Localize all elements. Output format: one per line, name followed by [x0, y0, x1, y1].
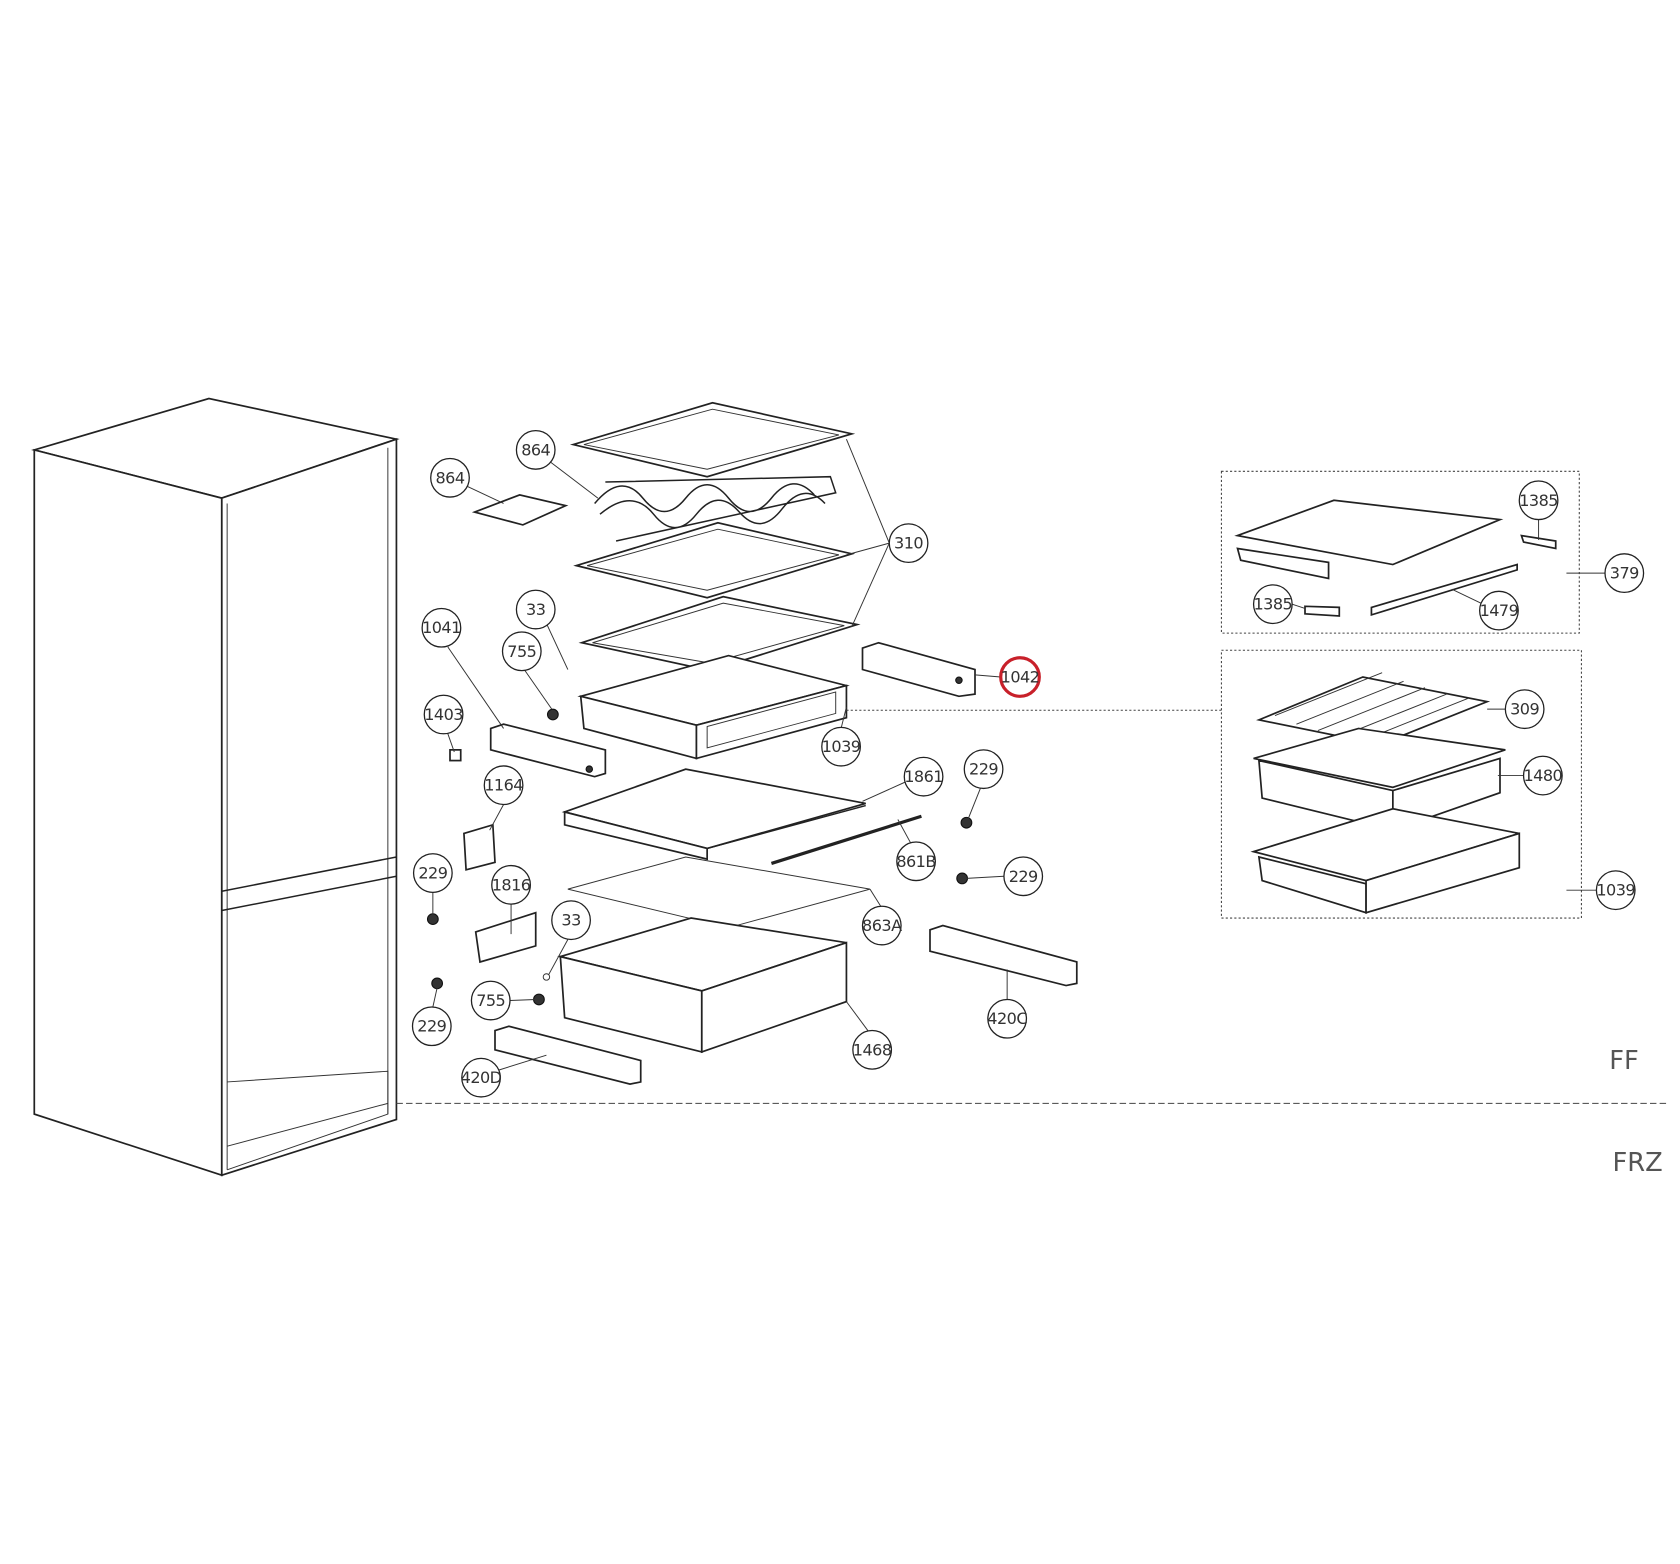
callout-label: 1480 [1524, 766, 1563, 785]
callout-229-b[interactable]: 229 [1003, 856, 1044, 897]
callout-1164[interactable]: 1164 [483, 765, 524, 806]
shelf-rail-1042 [861, 641, 976, 698]
callout-label: 1816 [492, 875, 531, 894]
callout-label: 1042 [1001, 668, 1040, 687]
fridge-cabinet [31, 397, 400, 1177]
callout-label: 1861 [904, 767, 943, 786]
drawer-rail-420D [494, 1025, 642, 1085]
callout-label: 1385 [1519, 491, 1558, 510]
drawer-rail-420C [929, 924, 1078, 987]
callout-label: 1468 [853, 1040, 892, 1059]
callout-310[interactable]: 310 [888, 523, 929, 564]
glass-shelf-top [569, 401, 856, 478]
callout-label: 1385 [1254, 595, 1293, 614]
callout-379[interactable]: 379 [1604, 553, 1645, 594]
callout-1385-right[interactable]: 1385 [1518, 480, 1559, 521]
callout-755-lower[interactable]: 755 [470, 980, 511, 1021]
callout-1480[interactable]: 1480 [1522, 755, 1563, 796]
callout-label: 755 [476, 991, 505, 1010]
callout-label: 33 [526, 600, 545, 619]
callout-755-upper[interactable]: 755 [501, 631, 542, 672]
callout-1468[interactable]: 1468 [852, 1029, 892, 1070]
callout-label: 229 [418, 864, 447, 883]
zone-label-ff: FF [1609, 1046, 1639, 1076]
callout-label: 420D [461, 1068, 502, 1087]
callout-1385-left[interactable]: 1385 [1252, 584, 1293, 625]
callout-label: 1164 [484, 776, 523, 795]
crisper-drawer-lower [557, 917, 848, 1054]
callout-label: 755 [507, 642, 536, 661]
callout-label: 310 [894, 534, 923, 553]
callout-label: 229 [969, 760, 998, 779]
callout-229-d[interactable]: 229 [411, 1006, 452, 1047]
callout-1039[interactable]: 1039 [821, 726, 861, 767]
callout-label: 33 [561, 911, 580, 930]
small-parts [426, 494, 973, 1006]
callout-864-holder[interactable]: 864 [430, 457, 470, 498]
callout-label: 379 [1610, 564, 1639, 583]
callout-33-lower[interactable]: 33 [551, 900, 591, 941]
callout-420C[interactable]: 420C [987, 998, 1028, 1039]
callout-label: 229 [1009, 867, 1038, 886]
callout-1479[interactable]: 1479 [1479, 590, 1519, 631]
glass-shelf-lower [578, 595, 861, 672]
callout-label: 1039 [1596, 881, 1635, 900]
callout-1042-highlighted[interactable]: 1042 [999, 656, 1041, 698]
callout-label: 420C [987, 1009, 1027, 1028]
callout-label: 1039 [822, 737, 861, 756]
leader-lines [432, 439, 1222, 1072]
inset-shelf-assembly [1220, 470, 1605, 634]
callout-309[interactable]: 309 [1504, 689, 1545, 730]
callout-229-a[interactable]: 229 [963, 749, 1004, 790]
callout-label: 864 [435, 468, 464, 487]
inset-drawer-assembly [1220, 649, 1597, 919]
crisper-cover [561, 768, 922, 865]
callout-1039-inset[interactable]: 1039 [1595, 870, 1636, 911]
callout-label: 863A [862, 916, 902, 935]
callout-33-upper[interactable]: 33 [515, 589, 556, 630]
callout-label: 1479 [1480, 601, 1519, 620]
callout-864-rack[interactable]: 864 [515, 429, 556, 470]
callout-label: 864 [521, 440, 550, 459]
callout-label: 1041 [422, 618, 461, 637]
callout-1041[interactable]: 1041 [421, 607, 462, 648]
zone-label-frz: FRZ [1612, 1148, 1662, 1178]
callout-863A[interactable]: 863A [861, 905, 903, 946]
crisper-drawer-upper [577, 654, 850, 760]
callout-label: 861B [896, 852, 936, 871]
shelf-rail-1041 [489, 723, 607, 778]
callout-1861[interactable]: 1861 [903, 756, 944, 797]
callout-label: 229 [417, 1017, 446, 1036]
callout-1403[interactable]: 1403 [423, 694, 464, 735]
callout-label: 309 [1510, 700, 1539, 719]
wine-rack [594, 475, 837, 542]
glass-plate [567, 856, 871, 929]
callout-1816[interactable]: 1816 [491, 864, 531, 905]
callout-861B[interactable]: 861B [896, 841, 936, 882]
callout-label: 1403 [424, 705, 463, 724]
glass-shelf-middle [573, 521, 856, 599]
callout-420D[interactable]: 420D [461, 1057, 502, 1098]
callout-229-c[interactable]: 229 [412, 853, 453, 893]
